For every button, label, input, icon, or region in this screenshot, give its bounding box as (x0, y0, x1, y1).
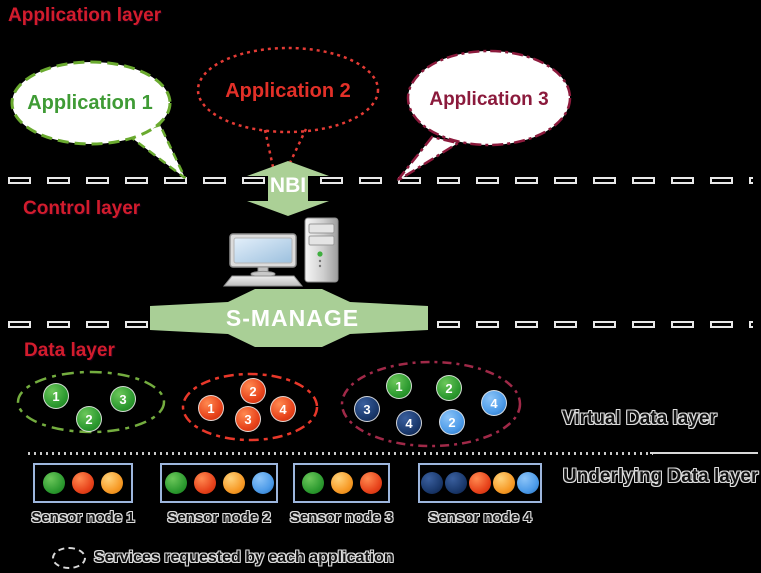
sensor-node-4-label: Sensor node 4 (428, 509, 532, 526)
sensor-node-2-label: Sensor node 2 (167, 509, 271, 526)
service-dot (469, 472, 491, 494)
sensor-node-box (293, 463, 390, 503)
service-dot (251, 472, 274, 494)
service-circle: 4 (396, 410, 422, 436)
application-layer-title: Application layer (8, 5, 162, 26)
separator-app-control (8, 177, 753, 184)
service-dot (517, 472, 539, 494)
application-1-bubble (10, 60, 187, 179)
service-dot (101, 472, 123, 494)
service-dot (445, 472, 467, 494)
service-dot (193, 472, 216, 494)
legend-ellipse-icon (52, 547, 86, 569)
application-3-label: Application 3 (429, 89, 549, 110)
service-dot (301, 472, 324, 494)
application-2-label: Application 2 (225, 80, 351, 102)
control-layer-title: Control layer (23, 198, 141, 219)
nbi-arrow-icon (247, 161, 329, 216)
service-circle: 4 (270, 396, 296, 422)
service-dot (359, 472, 382, 494)
sensor-node-3: Sensor node 3 (289, 463, 394, 526)
service-circle: 1 (198, 395, 224, 421)
service-dot (421, 472, 443, 494)
service-circle: 2 (240, 378, 266, 404)
service-dot (72, 472, 94, 494)
service-dot (43, 472, 65, 494)
separator-virtual-underlying (28, 452, 653, 455)
service-dot (493, 472, 515, 494)
service-circle: 4 (481, 390, 507, 416)
sensor-node-1: Sensor node 1 (31, 463, 135, 526)
underlying-data-layer-label: Underlying Data layer (563, 466, 759, 487)
sensor-node-box (160, 463, 278, 503)
service-circle: 3 (354, 396, 380, 422)
virtual-data-layer-label: Virtual Data layer (562, 408, 717, 429)
smanage-label: S-MANAGE (225, 305, 360, 331)
service-dot (164, 472, 187, 494)
sensor-node-2: Sensor node 2 (160, 463, 278, 526)
application-1-label: Application 1 (27, 92, 153, 114)
service-circle: 2 (76, 406, 102, 432)
sensor-node-4: Sensor node 4 (418, 463, 542, 526)
sensor-node-1-label: Sensor node 1 (31, 509, 135, 526)
service-circle: 2 (436, 375, 462, 401)
smanage-arrow-icon (150, 289, 428, 347)
sensor-node-box (418, 463, 542, 503)
service-circle: 3 (110, 386, 136, 412)
service-dot (330, 472, 353, 494)
service-dot (222, 472, 245, 494)
legend-text: Services requested by each application (94, 549, 394, 566)
data-layer-title: Data layer (24, 340, 115, 361)
application-3-bubble (396, 49, 572, 183)
sensor-node-3-label: Sensor node 3 (289, 509, 394, 526)
service-group-ellipses (16, 360, 522, 448)
service-circle: 1 (386, 373, 412, 399)
application-2-bubble (196, 46, 380, 168)
sensor-node-box (33, 463, 133, 503)
controller-computer-icon (222, 217, 339, 287)
separator-solid-segment (650, 452, 758, 454)
service-circle: 3 (235, 406, 261, 432)
service-circle: 1 (43, 383, 69, 409)
nbi-label: NBI (269, 174, 307, 197)
service-circle: 2 (439, 409, 465, 435)
